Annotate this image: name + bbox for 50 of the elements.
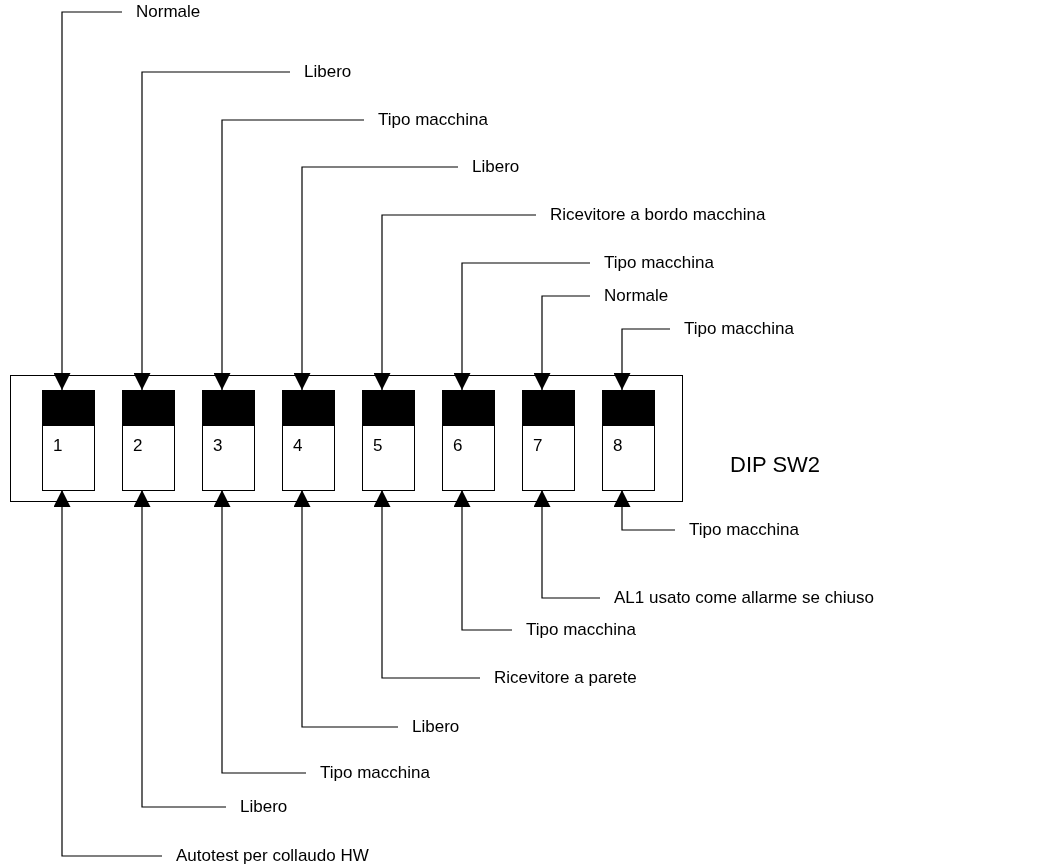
switch-number: 5 <box>373 436 383 456</box>
switch-function-label: Ricevitore a parete <box>480 667 637 689</box>
switch-function-label: Normale <box>590 285 669 307</box>
switch-function-label: AL1 usato come allarme se chiuso <box>600 587 874 609</box>
switch-function-label: Tipo macchina <box>512 619 636 641</box>
leader-arrow <box>373 214 537 391</box>
switch-slot <box>122 390 175 491</box>
switch-number: 6 <box>453 436 463 456</box>
switch-slot <box>282 390 335 491</box>
leader-arrow <box>613 328 671 391</box>
switch-slot <box>442 390 495 491</box>
leader-arrow <box>133 71 291 391</box>
leader-arrow <box>533 489 601 599</box>
leader-arrow <box>373 489 481 679</box>
leader-arrow <box>453 489 513 631</box>
leader-arrow <box>213 489 307 774</box>
switch-function-label: Libero <box>290 61 352 83</box>
switch-number: 4 <box>293 436 303 456</box>
leader-arrow <box>453 262 591 391</box>
component-label: DIP SW2 <box>730 452 821 478</box>
leader-arrow <box>293 166 459 391</box>
leader-arrow <box>213 119 365 391</box>
switch-slot <box>42 390 95 491</box>
leader-arrow <box>533 295 591 391</box>
leader-arrow <box>133 489 227 808</box>
switch-function-label: Tipo macchina <box>364 109 488 131</box>
switch-function-label: Tipo macchina <box>590 252 714 274</box>
switch-number: 1 <box>53 436 63 456</box>
switch-number: 7 <box>533 436 543 456</box>
leader-arrow <box>293 489 399 728</box>
switch-function-label: Autotest per collaudo HW <box>162 845 369 867</box>
dip-switch-body <box>10 375 683 502</box>
switch-function-label: Tipo macchina <box>670 318 794 340</box>
switch-slot <box>202 390 255 491</box>
switch-slot <box>362 390 415 491</box>
leader-arrow <box>613 489 676 531</box>
switch-function-label: Libero <box>458 156 520 178</box>
switch-slot <box>522 390 575 491</box>
leader-arrow <box>53 489 163 857</box>
switch-number: 3 <box>213 436 223 456</box>
switch-function-label: Tipo macchina <box>675 519 799 541</box>
switch-function-label: Libero <box>398 716 460 738</box>
switch-slot <box>602 390 655 491</box>
switch-number: 2 <box>133 436 143 456</box>
switch-function-label: Libero <box>226 796 288 818</box>
switch-function-label: Tipo macchina <box>306 762 430 784</box>
switch-number: 8 <box>613 436 623 456</box>
switch-function-label: Ricevitore a bordo macchina <box>536 204 766 226</box>
leader-arrow <box>53 11 123 391</box>
switch-function-label: Normale <box>122 1 201 23</box>
